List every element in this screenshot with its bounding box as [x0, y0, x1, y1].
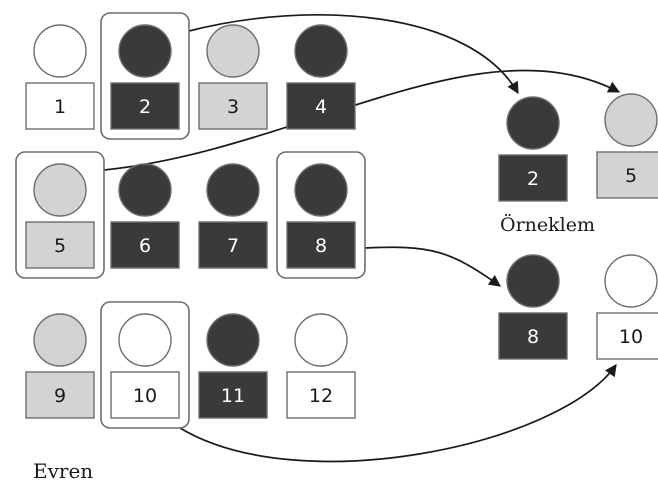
selection-arrow-10 — [179, 364, 617, 463]
number-label: 3 — [227, 96, 239, 118]
sample-item-10: 10 — [596, 254, 658, 360]
number-box — [498, 312, 568, 360]
number-box — [286, 82, 356, 130]
number-label: 2 — [139, 96, 151, 118]
population-item-9: 9 — [25, 313, 95, 419]
number-label: 6 — [139, 235, 151, 257]
number-label: 8 — [527, 326, 539, 348]
selection-frames — [15, 12, 366, 429]
number-box — [25, 82, 95, 130]
figure-head — [604, 93, 658, 147]
figure-head — [206, 24, 260, 78]
figure-head — [206, 163, 260, 217]
number-label: 7 — [227, 235, 239, 257]
population-item-6: 6 — [110, 163, 180, 269]
arrows-layer — [103, 14, 621, 463]
number-label: 10 — [619, 326, 643, 348]
sample-item-5: 5 — [596, 93, 658, 199]
sample-group: 2 5 8 10 — [498, 93, 658, 360]
figure-head — [33, 24, 87, 78]
figure-head — [294, 163, 348, 217]
number-label: 8 — [315, 235, 327, 257]
population-label: Evren — [33, 459, 93, 483]
number-box — [596, 312, 658, 360]
number-label: 1 — [54, 96, 66, 118]
selection-arrow-2 — [188, 14, 519, 95]
figure-head — [604, 254, 658, 308]
selection-frame — [100, 301, 190, 429]
number-label: 5 — [625, 165, 637, 187]
selection-frame — [15, 151, 105, 279]
figure-head — [118, 163, 172, 217]
figure-head — [294, 313, 348, 367]
population-item-8: 8 — [286, 163, 356, 269]
population-item-10: 10 — [110, 313, 180, 419]
population-item-3: 3 — [198, 24, 268, 130]
population-item-2: 2 — [110, 24, 180, 130]
number-box — [596, 151, 658, 199]
population-item-4: 4 — [286, 24, 356, 130]
population-item-11: 11 — [198, 313, 268, 419]
figure-head — [294, 24, 348, 78]
figure-head — [506, 96, 560, 150]
figure-head — [206, 313, 260, 367]
population-item-12: 12 — [286, 313, 356, 419]
number-box — [286, 371, 356, 419]
number-box — [198, 371, 268, 419]
number-box — [286, 221, 356, 269]
number-box — [110, 82, 180, 130]
selection-arrow-8 — [364, 246, 501, 287]
number-label: 2 — [527, 168, 539, 190]
selection-arrow-5 — [103, 69, 621, 171]
number-box — [198, 82, 268, 130]
number-label: 9 — [54, 385, 66, 407]
figure-head — [506, 254, 560, 308]
number-label: 11 — [221, 385, 245, 407]
figure-head — [118, 24, 172, 78]
sample-item-8: 8 — [498, 254, 568, 360]
number-box — [25, 371, 95, 419]
figure-head — [118, 313, 172, 367]
number-box — [110, 371, 180, 419]
number-label: 5 — [54, 235, 66, 257]
selection-frame — [100, 12, 190, 140]
number-box — [498, 154, 568, 202]
number-box — [198, 221, 268, 269]
sample-item-2: 2 — [498, 96, 568, 202]
sample-label: Örneklem — [500, 213, 595, 236]
population-item-1: 1 — [25, 24, 95, 130]
number-box — [25, 221, 95, 269]
number-label: 12 — [309, 385, 333, 407]
population-item-7: 7 — [198, 163, 268, 269]
number-box — [110, 221, 180, 269]
number-label: 10 — [133, 385, 157, 407]
figure-head — [33, 163, 87, 217]
figure-head — [33, 313, 87, 367]
number-label: 4 — [315, 96, 327, 118]
population-item-5: 5 — [25, 163, 95, 269]
selection-frame — [276, 151, 366, 279]
